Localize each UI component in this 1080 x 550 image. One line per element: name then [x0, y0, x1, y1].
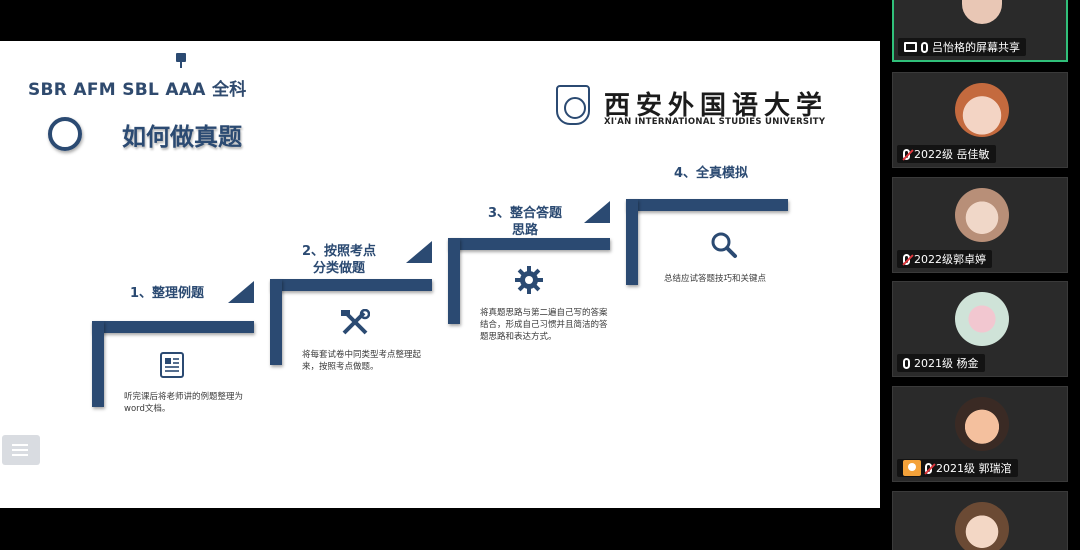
participant-caption: 2022级郭卓婷: [897, 250, 992, 268]
step-3-label: 3、整合答题 思路: [488, 206, 563, 238]
avatar: [955, 188, 1009, 242]
step-4-desc: 总结应试答题技巧和关键点: [664, 274, 767, 284]
shared-slide: SBR AFM SBL AAA 全科 如何做真题 西安外国语大学 XI'AN I…: [0, 41, 880, 508]
step-2-label: 2、按照考点 分类做题: [302, 244, 377, 276]
mic-icon: [903, 357, 910, 369]
participant-name: 2021级 杨金: [914, 357, 979, 370]
participant-name: 2021级 郭瑞涫: [936, 462, 1012, 475]
step-1-label: 1、整理例题: [130, 286, 205, 301]
avatar: [955, 502, 1009, 550]
participant-tile[interactable]: [892, 491, 1068, 550]
university-logo: 西安外国语大学 XI'AN INTERNATIONAL STUDIES UNIV…: [556, 83, 825, 131]
avatar: [955, 397, 1009, 451]
mic-icon: [921, 41, 928, 53]
slide-headline: SBR AFM SBL AAA 全科: [28, 80, 247, 100]
university-name-en: XI'AN INTERNATIONAL STUDIES UNIVERSITY: [604, 117, 826, 127]
step-2-desc: 将每套试卷中同类型考点整理起来，按照考点做题。: [302, 350, 422, 372]
participant-caption: 2021级 郭瑞涫: [897, 459, 1018, 477]
mic-muted-icon: [925, 462, 932, 474]
menu-line: [12, 444, 28, 446]
participant-name: 吕怡格的屏幕共享: [932, 41, 1020, 54]
step-1-triangle: [228, 281, 254, 303]
avatar: [955, 83, 1009, 137]
search-icon: [710, 231, 738, 263]
menu-line: [12, 449, 28, 451]
mic-muted-icon: [903, 148, 910, 160]
participant-caption: 吕怡格的屏幕共享: [898, 38, 1026, 56]
host-icon: [903, 460, 921, 476]
screen-share-icon: [904, 42, 917, 52]
document-icon: [160, 352, 184, 382]
menu-line: [12, 454, 28, 456]
university-seal-icon: [556, 85, 590, 125]
step-2-post: [270, 279, 282, 365]
step-3-desc: 将真题思路与第二遍自己写的答案结合，形成自己习惯并且简洁的答题思路和表达方式。: [480, 308, 608, 342]
step-4-label: 4、全真模拟: [674, 166, 749, 181]
step-1-post: [92, 321, 104, 407]
participant-caption: 2021级 杨金: [897, 354, 985, 372]
participant-name: 2022级郭卓婷: [914, 253, 986, 266]
slide-title: 如何做真题: [122, 123, 242, 151]
avatar: [955, 292, 1009, 346]
step-3-bar: [448, 238, 610, 250]
gear-icon: [514, 265, 544, 299]
participant-tile[interactable]: 2021级 杨金: [892, 281, 1068, 377]
step-3-post: [448, 238, 460, 324]
avatar: [962, 0, 1002, 24]
mic-muted-icon: [903, 253, 910, 265]
participant-tile[interactable]: 2022级郭卓婷: [892, 177, 1068, 273]
step-3-triangle: [584, 201, 610, 223]
participant-name: 2022级 岳佳敏: [914, 148, 990, 161]
step-1-desc: 听完课后将老师讲的例题整理为word文档。: [124, 392, 244, 414]
tools-icon: [340, 308, 371, 341]
step-4-post: [626, 199, 638, 285]
university-name-cn: 西安外国语大学: [604, 91, 829, 121]
participant-caption: 2022级 岳佳敏: [897, 145, 996, 163]
slide-menu-button[interactable]: [2, 435, 40, 465]
participant-tile[interactable]: 2021级 郭瑞涫: [892, 386, 1068, 482]
step-2-bar: [270, 279, 432, 291]
step-4-bar: [626, 199, 788, 211]
pin-icon: [176, 53, 186, 69]
step-1-bar: [92, 321, 254, 333]
participant-tile-screen-share[interactable]: 吕怡格的屏幕共享: [892, 0, 1068, 62]
circle-icon: [48, 117, 82, 151]
step-2-triangle: [406, 241, 432, 263]
participant-tile[interactable]: 2022级 岳佳敏: [892, 72, 1068, 168]
